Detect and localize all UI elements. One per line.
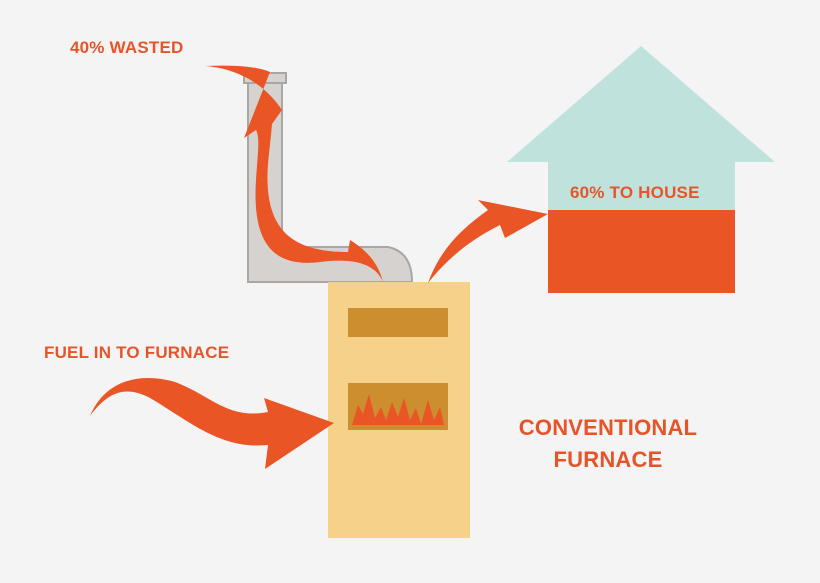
to-house-arrow (428, 200, 548, 283)
furnace-vent-panel (348, 308, 448, 337)
house-icon (507, 46, 775, 293)
waste-arrow (205, 65, 383, 282)
title-line-1: CONVENTIONAL (518, 415, 698, 440)
to-house-label: 60% TO HOUSE (570, 183, 700, 202)
diagram-title: CONVENTIONAL FURNACE (508, 412, 708, 476)
fuel-in-label: FUEL IN TO FURNACE (44, 343, 230, 362)
wasted-label: 40% WASTED (70, 38, 184, 57)
title-line-2: FURNACE (553, 447, 663, 472)
flame-icon (352, 394, 444, 425)
fuel-in-arrow (90, 378, 334, 469)
furnace-icon (328, 282, 470, 538)
